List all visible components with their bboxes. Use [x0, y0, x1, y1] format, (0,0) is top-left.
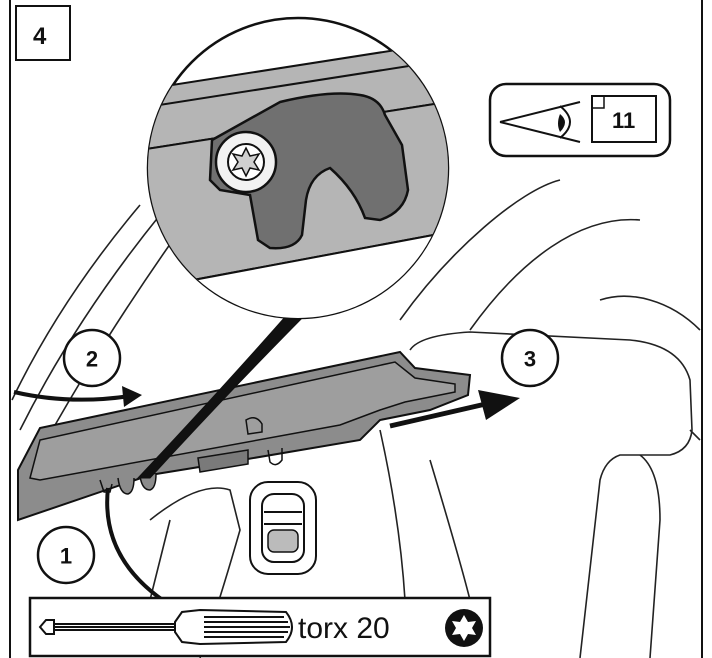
eye-icon [499, 101, 581, 143]
arrow-3 [389, 390, 520, 429]
trim-panel [17, 350, 472, 522]
see-reference-box: 11 [488, 82, 672, 158]
torx-star-icon [445, 609, 483, 647]
magnifier-pointer [136, 299, 322, 479]
callout-2: 2 [62, 328, 122, 388]
see-reference-page: 11 [612, 108, 635, 133]
callout-1-label: 1 [60, 544, 72, 569]
callout-3-label: 3 [524, 347, 536, 372]
arrow-2 [13, 386, 142, 407]
frame [9, 0, 703, 658]
car-interior-outline [11, 179, 701, 658]
tool-box: torx 20 [28, 596, 492, 658]
magnifier-detail [146, 16, 450, 320]
trunk-latch [249, 481, 317, 575]
callout-1: 1 [36, 525, 96, 585]
tool-label: torx 20 [298, 612, 390, 645]
arrow-1 [105, 487, 172, 607]
callout-3: 3 [500, 328, 560, 388]
step-number: 4 [33, 23, 47, 50]
step-number-box: 4 [15, 5, 71, 61]
callout-2-label: 2 [86, 347, 98, 372]
screwdriver-icon [38, 608, 293, 646]
